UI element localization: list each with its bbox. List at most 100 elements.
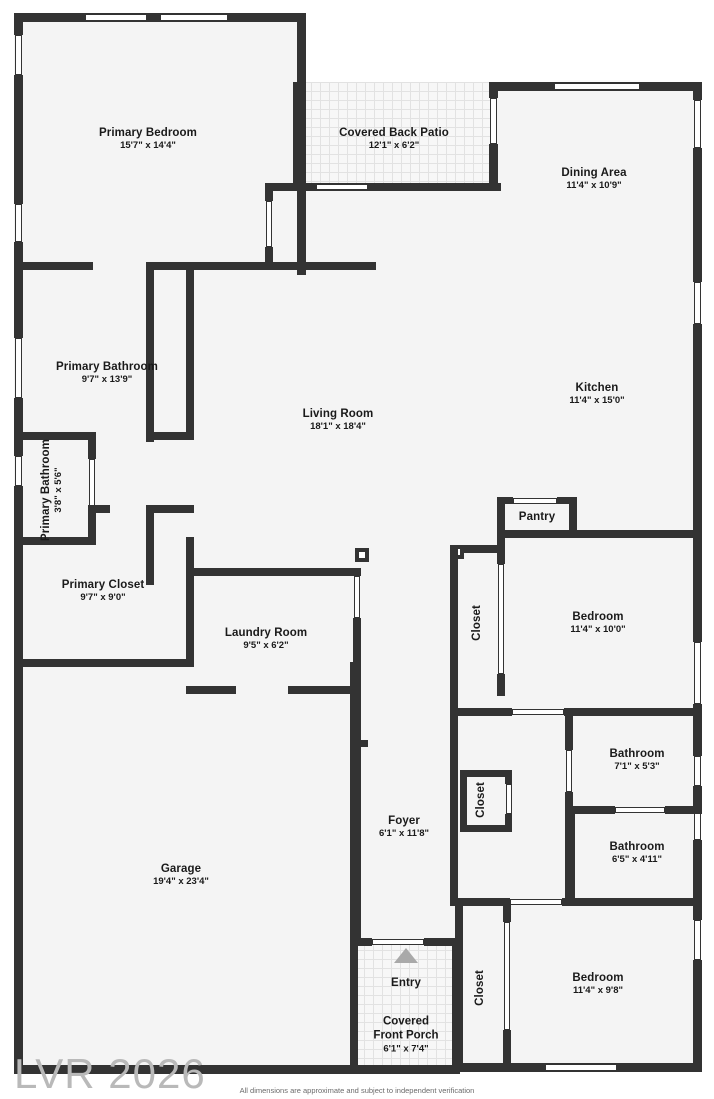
wall-garage-door-stub [350,740,368,747]
wall-porch-north-right [424,938,460,946]
exterior-wall-west-4 [14,398,23,456]
label-closet-bed3: Closet [473,970,486,1006]
wall-halfbath-east-bot [88,511,96,537]
label-kitchen: Kitchen 11'4" x 15'0" [569,381,625,407]
wall-closet-bed3-east-top [503,900,511,922]
door-pantry [513,498,557,504]
exterior-wall-east-3 [693,324,702,642]
wall-laundry-east-top [353,568,361,576]
door-closet2 [506,784,512,814]
wall-living-west [146,262,154,442]
exterior-wall-east-1 [693,82,702,100]
wall-primary-bedroom-east [297,13,306,275]
door-bath2 [566,750,572,792]
window-north-1 [85,14,147,21]
wall-bedroom3-north-left [458,898,510,906]
wall-pantry-north-right [557,497,577,504]
wall-living-jog-vert [265,183,273,201]
wall-halfbath-south [14,537,96,545]
wall-closet2-east-bot [505,814,512,832]
exterior-wall-south-garage [14,1065,359,1074]
window-west-3 [15,338,22,398]
exterior-wall-west-5 [14,486,23,1074]
exterior-wall-east-6 [693,840,702,870]
slider-patio-east [490,98,497,144]
wall-garage-north-2 [186,686,236,694]
wall-patio-west [293,82,299,190]
wall-garage-north [14,659,194,667]
exterior-wall-west-1 [14,13,23,35]
door-living-patio [266,201,272,247]
label-dining-area: Dining Area 11'4" x 10'9" [561,166,627,192]
door-closet1 [498,564,504,674]
window-north-2 [160,14,228,21]
wall-bath2-west-bot [565,792,573,810]
label-primary-bedroom: Primary Bedroom 15'7" x 14'4" [98,126,198,152]
exterior-wall-east-4 [693,704,702,756]
window-south-1 [545,1064,617,1071]
label-bedroom-2: Bedroom 11'4" x 10'0" [570,610,626,636]
wall-hall-west-lower [450,710,458,906]
wall-closet2-south [460,825,512,832]
door-halfbath [89,459,95,511]
window-east-1 [694,100,701,148]
label-foyer: Foyer 6'1" x 11'8" [379,814,429,840]
wall-corridor-north [88,505,110,513]
disclaimer-text: All dimensions are approximate and subje… [239,1086,475,1095]
door-bedroom3 [510,899,562,905]
marker-box-laundry-inner [358,551,366,559]
wall-closet-bed3-east-bot [503,1030,511,1066]
label-bedroom-3: Bedroom 11'4" x 9'8" [572,971,624,997]
wall-pantry-south [497,530,577,538]
wall-pantry-north-left [497,497,513,504]
label-bathroom-2: Bathroom 7'1" x 5'3" [609,747,665,773]
exterior-wall-west-2 [14,75,23,204]
window-east-6 [694,920,701,960]
wall-porch-north-left [350,938,372,946]
tile-covered-back-patio [293,82,495,190]
exterior-wall-east-5 [693,786,702,808]
window-west-4 [15,456,22,486]
wall-closet1-east-bot [497,674,505,696]
window-north-3 [554,83,640,90]
exterior-wall-east-2 [693,148,702,282]
door-closet-bed3 [504,922,510,1030]
label-primary-half-bath: Primary Bathroom 3'8" x 5'6" [39,439,65,541]
wall-bath2-south-left [565,806,615,814]
wall-garage-east-main [350,692,358,942]
wall-living-north [150,262,376,270]
wall-corridor-north-2 [146,505,194,513]
label-covered-back-patio: Covered Back Patio 12'1" x 6'2" [339,126,449,152]
wall-pantry-west [497,497,505,533]
door-laundry [354,576,360,618]
label-covered-front-porch: Covered Front Porch 6'1" x 7'4" [373,1015,439,1055]
label-garage: Garage 19'4" x 23'4" [153,862,209,888]
wall-living-west-2 [146,505,154,585]
wall-foyer-west-porch [350,941,358,1071]
label-primary-closet: Primary Closet 9'7" x 9'0" [61,578,145,604]
label-closet-hall-1: Closet [470,605,483,641]
wall-laundry-north [186,568,361,576]
window-patio-south [316,184,368,190]
wall-bath3-west-top [565,806,575,828]
wall-bath3-west-bot [565,888,575,904]
wall-primary-bath-south [14,432,96,440]
wall-patio-east-top [489,82,498,98]
label-primary-bathroom: Primary Bathroom 9'7" x 13'9" [56,360,158,386]
door-front-entry [372,939,424,945]
window-west-2 [15,204,22,242]
exterior-wall-east-7 [693,870,702,920]
floor-laundry [186,570,361,690]
wall-primary-closet-east [186,537,194,667]
wall-laundry-east-bot [353,618,361,690]
label-closet-hall-2: Closet [474,782,487,818]
wall-hall-west [450,545,458,710]
wall-pantry-east [569,497,577,533]
wall-halfbath-east-top [88,437,96,459]
floor-dining-kitchen [495,82,700,582]
watermark: LVR 2026 [14,1050,206,1097]
floor-bedroom3 [455,900,700,1072]
window-east-3 [694,642,701,704]
wall-bath2-south-right [665,806,702,814]
